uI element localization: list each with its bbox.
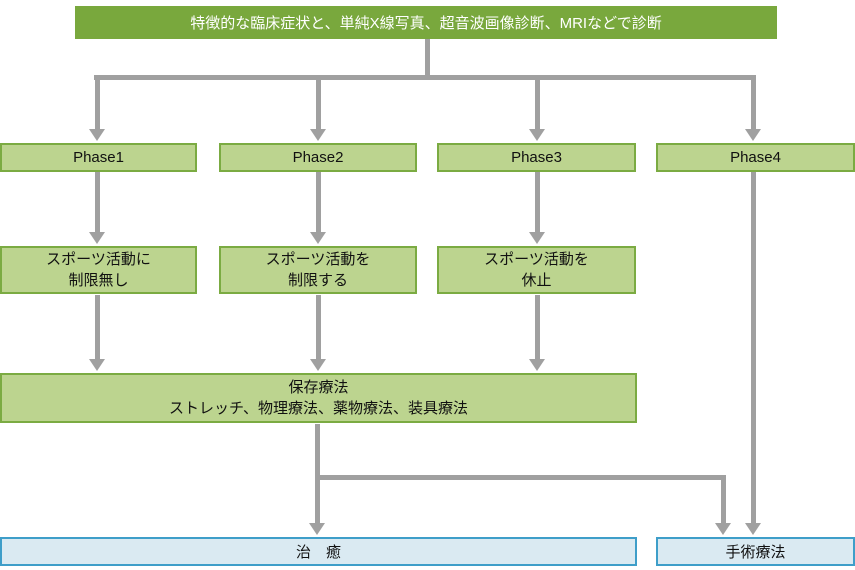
arrow-phase4-surgery-line [751, 172, 756, 525]
activity1-line2: 制限無し [68, 272, 129, 289]
arrow-phase1-activity-line [95, 172, 100, 234]
arrow-phase3-activity-head [529, 232, 545, 244]
arrow-phase4-surgery-head [745, 523, 761, 535]
conservative-therapy-box: 保存療法 ストレッチ、物理療法、薬物療法、装具療法 [0, 373, 637, 423]
activity2-line1: スポーツ活動を [265, 251, 371, 268]
phase4-label: Phase4 [730, 149, 781, 166]
arrow-to-phase4-line [751, 78, 756, 131]
arrow-activity3-conservative-line [535, 295, 540, 361]
arrow-conservative-cure-head [309, 523, 325, 535]
cure-label: 治 癒 [295, 544, 341, 561]
connector-header-stub [425, 39, 430, 79]
phase3-box: Phase3 [437, 143, 636, 172]
arrow-to-phase1-line [95, 78, 100, 131]
diagnosis-header-box: 特徴的な臨床症状と、単純X線写真、超音波画像診断、MRIなどで診断 [75, 6, 777, 39]
activity1-line1: スポーツ活動に [46, 251, 151, 268]
surgery-box: 手術療法 [656, 537, 855, 566]
conservative-therapy-detail: ストレッチ、物理療法、薬物療法、装具療法 [168, 400, 469, 417]
arrow-to-phase2-head [310, 129, 326, 141]
conservative-therapy-title: 保存療法 [288, 379, 349, 396]
arrow-to-phase2-line [316, 78, 321, 131]
arrow-phase3-activity-line [535, 172, 540, 234]
arrow-activity3-conservative-head [529, 359, 545, 371]
activity3-line2: 休止 [521, 272, 552, 289]
surgery-label: 手術療法 [725, 544, 786, 561]
arrow-activity2-conservative-head [310, 359, 326, 371]
phase2-label: Phase2 [292, 149, 344, 166]
arrow-phase2-activity-line [316, 172, 321, 234]
arrow-branch-surgery-line [721, 475, 726, 525]
arrow-phase2-activity-head [310, 232, 326, 244]
arrow-branch-surgery-head [715, 523, 731, 535]
activity1-box: スポーツ活動に 制限無し [0, 246, 197, 294]
arrow-phase1-activity-head [89, 232, 105, 244]
arrow-to-phase4-head [745, 129, 761, 141]
arrow-activity2-conservative-line [316, 295, 321, 361]
arrow-to-phase3-head [529, 129, 545, 141]
arrow-activity1-conservative-head [89, 359, 105, 371]
activity2-box: スポーツ活動を 制限する [219, 246, 417, 294]
connector-branch-to-surgery [315, 475, 726, 480]
phase2-box: Phase2 [219, 143, 417, 172]
phase1-label: Phase1 [73, 149, 124, 166]
connector-distribution-line [94, 75, 756, 80]
activity2-line2: 制限する [287, 272, 348, 289]
phase3-label: Phase3 [511, 149, 562, 166]
arrow-to-phase3-line [535, 78, 540, 131]
cure-box: 治 癒 [0, 537, 637, 566]
diagnosis-header-label: 特徴的な臨床症状と、単純X線写真、超音波画像診断、MRIなどで診断 [190, 15, 662, 32]
arrow-to-phase1-head [89, 129, 105, 141]
arrow-activity1-conservative-line [95, 295, 100, 361]
arrow-conservative-cure-line [315, 424, 320, 525]
activity3-line1: スポーツ活動を [484, 251, 589, 268]
activity3-box: スポーツ活動を 休止 [437, 246, 636, 294]
phase1-box: Phase1 [0, 143, 197, 172]
phase4-box: Phase4 [656, 143, 855, 172]
